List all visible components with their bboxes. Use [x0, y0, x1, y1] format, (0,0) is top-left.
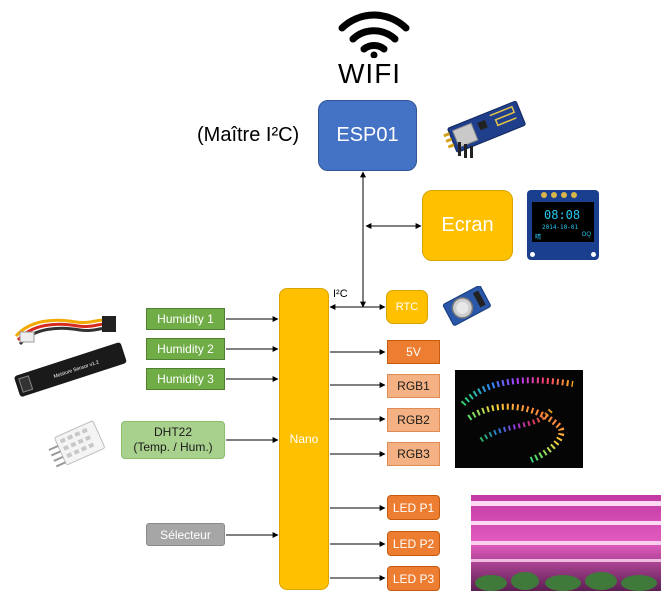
ledp2-box: LED P2 [387, 531, 440, 556]
humidity2-label: Humidity 2 [157, 342, 214, 356]
screen-label: Ecran [441, 214, 494, 236]
oled-time: 08:08 [544, 208, 581, 222]
ledp3-label: LED P3 [392, 571, 435, 586]
oled-display-icon: 08:08 2014-10-01 晴 OQ [527, 190, 599, 260]
humidity1-label: Humidity 1 [157, 312, 214, 326]
power-5v-box: 5V [387, 340, 440, 364]
selector-box: Sélecteur [146, 523, 225, 546]
rtc-label: RTC [395, 301, 419, 313]
selector-label: Sélecteur [160, 527, 211, 542]
rtc-box: RTC [386, 290, 428, 324]
humidity3-box: Humidity 3 [146, 368, 225, 390]
i2c-label: I²C [333, 288, 348, 300]
rgb2-box: RGB2 [387, 408, 440, 432]
dht22-label-line1: DHT22 [153, 425, 192, 439]
dht22-sensor-icon [48, 420, 105, 468]
screen-box: Ecran [422, 190, 513, 261]
humidity1-box: Humidity 1 [146, 308, 225, 330]
ledp2-label: LED P2 [392, 536, 435, 551]
rgb1-label: RGB1 [397, 379, 430, 393]
ledp1-box: LED P1 [387, 495, 440, 520]
humidity2-box: Humidity 2 [146, 338, 225, 360]
wifi-label: WIFI [338, 58, 402, 89]
dht22-box: DHT22 (Temp. / Hum.) [121, 421, 225, 459]
oled-date: 2014-10-01 [542, 224, 579, 231]
esp01-module-icon [443, 100, 526, 158]
rgb2-label: RGB2 [397, 413, 430, 427]
wifi-icon [338, 11, 410, 58]
esp01-label: ESP01 [336, 124, 399, 146]
rgb1-box: RGB1 [387, 374, 440, 398]
humidity3-label: Humidity 3 [157, 372, 214, 386]
power-5v-label: 5V [406, 345, 421, 359]
ledp1-label: LED P1 [392, 500, 435, 515]
esp01-role-label: (Maître I²C) [197, 124, 300, 146]
esp01-box: ESP01 [318, 100, 417, 171]
nano-label: Nano [289, 432, 319, 446]
moisture-sensor-icon: Moisture Sensor v1.2 [14, 316, 127, 397]
grow-light-photo [471, 495, 661, 591]
oled-left: 晴 [535, 235, 542, 241]
rgb3-label: RGB3 [397, 447, 430, 461]
ledp3-box: LED P3 [387, 566, 440, 591]
dht22-label-line2: (Temp. / Hum.) [133, 440, 213, 454]
rtc-module-icon [442, 286, 491, 326]
oled-right: OQ [581, 232, 591, 238]
rgb-led-strip-photo [455, 370, 583, 468]
rgb3-box: RGB3 [387, 442, 440, 466]
nano-box: Nano [279, 288, 329, 590]
